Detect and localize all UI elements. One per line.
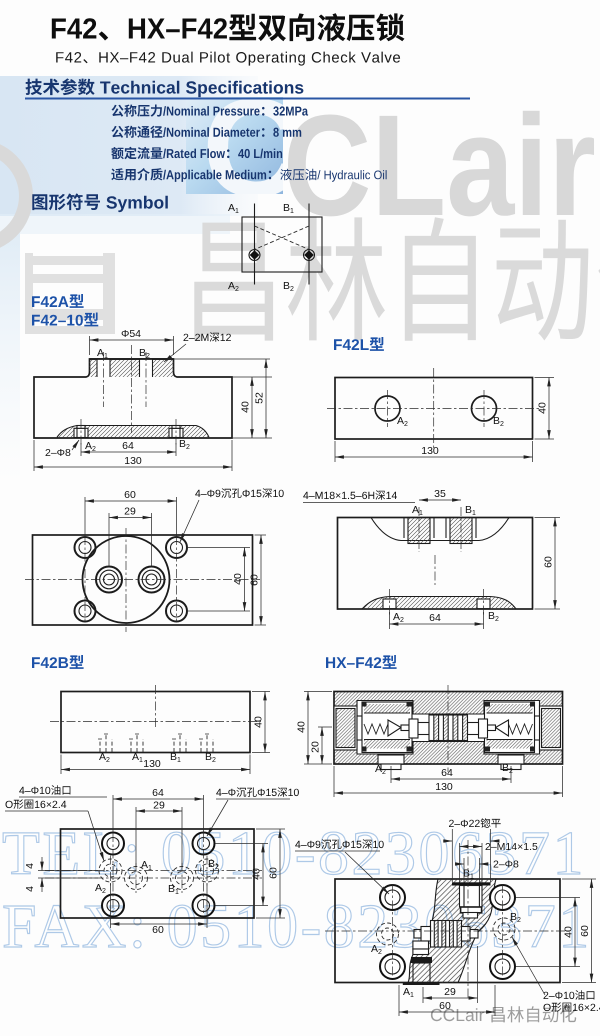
svg-text:52: 52 bbox=[254, 392, 266, 404]
svg-text:60: 60 bbox=[152, 924, 164, 936]
svg-text:60: 60 bbox=[543, 556, 555, 568]
svg-text:64: 64 bbox=[122, 440, 134, 452]
svg-text:A1: A1 bbox=[228, 202, 239, 215]
svg-text:29: 29 bbox=[444, 986, 456, 998]
svg-text:A1: A1 bbox=[403, 986, 414, 999]
svg-text:40: 40 bbox=[253, 716, 265, 728]
svg-text:20: 20 bbox=[310, 741, 322, 753]
svg-text:40: 40 bbox=[240, 401, 252, 413]
svg-text:B1: B1 bbox=[283, 202, 294, 215]
svg-text:64: 64 bbox=[441, 767, 453, 779]
svg-text:TEL: 0510-82306371: TEL: 0510-82306371 bbox=[2, 820, 586, 888]
svg-text:64: 64 bbox=[152, 787, 164, 799]
svg-text:2–Φ8: 2–Φ8 bbox=[45, 447, 71, 459]
svg-text:60: 60 bbox=[124, 489, 136, 501]
svg-text:2–Φ8: 2–Φ8 bbox=[493, 859, 519, 871]
svg-text:A2: A2 bbox=[99, 751, 110, 764]
svg-text:130: 130 bbox=[421, 445, 439, 457]
svg-text:B1: B1 bbox=[168, 883, 179, 896]
svg-text:A2: A2 bbox=[85, 440, 96, 453]
svg-text:B2: B2 bbox=[205, 751, 216, 764]
svg-text:B2: B2 bbox=[139, 347, 150, 360]
svg-text:FAX: 0510-82306371: FAX: 0510-82306371 bbox=[2, 893, 592, 961]
svg-text:B2: B2 bbox=[493, 415, 504, 428]
svg-text:40: 40 bbox=[232, 573, 244, 585]
svg-text:B1: B1 bbox=[465, 504, 476, 517]
svg-text:40: 40 bbox=[296, 721, 308, 733]
svg-text:A1: A1 bbox=[97, 347, 108, 360]
svg-text:130: 130 bbox=[143, 758, 161, 770]
svg-text:B2: B2 bbox=[510, 911, 521, 924]
svg-text:29: 29 bbox=[124, 506, 136, 518]
svg-text:40: 40 bbox=[537, 402, 549, 414]
svg-text:A2: A2 bbox=[375, 763, 386, 776]
svg-text:29: 29 bbox=[153, 800, 165, 812]
svg-text:A1: A1 bbox=[412, 504, 423, 517]
svg-text:40: 40 bbox=[251, 868, 263, 880]
svg-text:Φ54: Φ54 bbox=[121, 328, 141, 340]
svg-text:B2: B2 bbox=[283, 280, 294, 293]
svg-text:60: 60 bbox=[579, 925, 591, 937]
svg-text:A2: A2 bbox=[228, 280, 239, 293]
svg-text:A1: A1 bbox=[141, 859, 152, 872]
svg-text:A2: A2 bbox=[393, 611, 404, 624]
svg-text:A2: A2 bbox=[397, 415, 408, 428]
svg-text:B1: B1 bbox=[463, 868, 474, 881]
svg-text:B2: B2 bbox=[208, 858, 219, 871]
svg-text:A2: A2 bbox=[371, 943, 382, 956]
svg-text:60: 60 bbox=[268, 867, 280, 879]
svg-text:60: 60 bbox=[249, 574, 261, 586]
svg-text:A2: A2 bbox=[95, 882, 106, 895]
svg-text:64: 64 bbox=[429, 612, 441, 624]
svg-text:130: 130 bbox=[435, 781, 453, 793]
svg-text:60: 60 bbox=[439, 1000, 451, 1012]
svg-text:40: 40 bbox=[563, 926, 575, 938]
svg-text:B2: B2 bbox=[179, 438, 190, 451]
svg-text:4: 4 bbox=[24, 863, 36, 869]
svg-text:2–M14×1.5: 2–M14×1.5 bbox=[485, 841, 538, 853]
svg-text:A1: A1 bbox=[132, 751, 143, 764]
svg-text:B1: B1 bbox=[170, 751, 181, 764]
svg-text:B2: B2 bbox=[488, 610, 499, 623]
svg-text:4: 4 bbox=[24, 886, 36, 892]
svg-text:130: 130 bbox=[124, 455, 142, 467]
svg-text:35: 35 bbox=[434, 488, 446, 500]
